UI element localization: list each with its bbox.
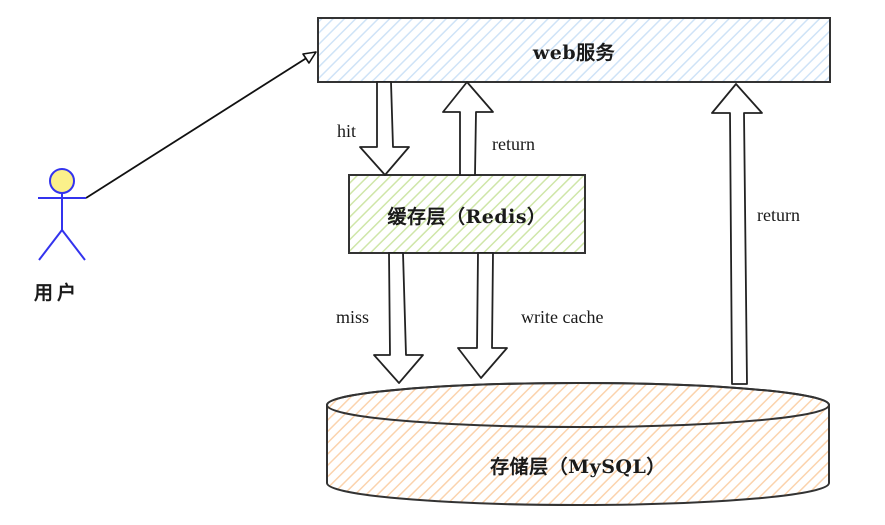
web-service-box[interactable] (317, 17, 831, 83)
storage-cylinder-top (326, 382, 830, 428)
edge-label-return-storage: return (757, 205, 800, 225)
arrow-write-cache[interactable] (457, 252, 508, 379)
cache-layer-box[interactable] (348, 174, 586, 254)
arrow-user-to-web[interactable] (85, 51, 317, 199)
arrow-hit[interactable] (359, 81, 410, 176)
arrow-return-storage[interactable] (711, 83, 763, 385)
user-actor-head (49, 168, 75, 194)
web-service-label: web服务 (532, 42, 616, 64)
arrow-miss[interactable] (373, 252, 424, 384)
cache-layer-label: 缓存层（Redis） (387, 206, 547, 228)
user-label: 用户 (34, 282, 81, 304)
edge-label-return-cache: return (492, 134, 535, 154)
storage-cylinder-body (326, 382, 830, 506)
edge-label-miss: miss (336, 307, 370, 327)
storage-layer-label: 存储层（MySQL） (490, 456, 666, 478)
edge-label-hit: hit (337, 121, 357, 141)
storage-cylinder[interactable] (326, 382, 830, 506)
edge-label-write-cache: write cache (521, 307, 604, 327)
arrow-return-cache[interactable] (442, 81, 494, 176)
user-actor[interactable] (38, 168, 86, 261)
